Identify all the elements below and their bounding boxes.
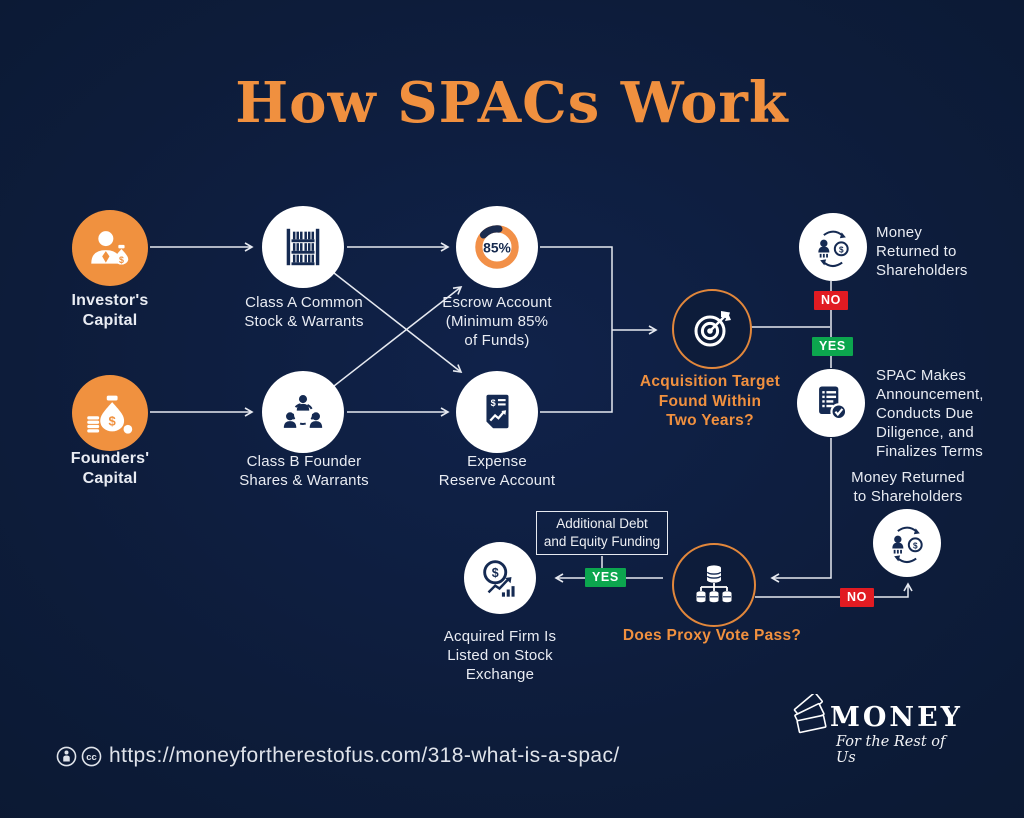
svg-text:$: $ [119, 255, 124, 265]
label-class-b: Class B Founder Shares & Warrants [239, 453, 369, 489]
node-acquisition-target [672, 289, 752, 369]
node-money-returned-top: $ [799, 213, 867, 281]
badge-yes-top: YES [812, 337, 853, 356]
logo-name: MONEY [830, 702, 963, 733]
moneybag-coins-icon: $ [87, 395, 133, 434]
label-escrow: Escrow Account (Minimum 85% of Funds) [442, 294, 552, 349]
svg-text:$: $ [109, 413, 117, 428]
node-investors-capital: $ [72, 210, 148, 286]
node-class-a [262, 206, 344, 288]
node-proxy-vote [672, 543, 756, 627]
node-money-returned-bottom: $ [873, 509, 941, 577]
svg-text:$: $ [491, 398, 496, 408]
node-founders-capital: $ [72, 375, 148, 451]
label-class-a: Class A Common Stock & Warrants [244, 294, 364, 330]
svg-text:$: $ [492, 566, 499, 580]
coin-growth-icon: $ [483, 560, 515, 597]
label-expense: Expense Reserve Account [438, 453, 556, 489]
money-cycle-icon: $ [892, 526, 923, 564]
footer: cc https://moneyfortherestofus.com/318-w… [56, 744, 620, 768]
cc-attribution-icon [56, 746, 77, 766]
node-escrow: 85% [456, 206, 538, 288]
node-acquired-firm: $ [464, 542, 536, 614]
document-check-icon [819, 386, 848, 421]
label-spac-announcement: SPAC Makes Announcement, Conducts Due Di… [876, 367, 984, 460]
label-money-returned-bottom: Money Returned to Shareholders [851, 469, 965, 505]
stock-certificates-icon [286, 228, 320, 266]
svg-text:$: $ [839, 245, 844, 254]
additional-funding-box: Additional Debt and Equity Funding [536, 511, 668, 555]
badge-no-top: NO [814, 291, 848, 310]
node-spac-announcement [797, 369, 865, 437]
label-acquisition-target: Acquisition Target Found Within Two Year… [639, 373, 781, 430]
label-proxy-vote: Does Proxy Vote Pass? [622, 627, 802, 644]
logo-tagline: For the Rest of Us [836, 734, 946, 766]
node-expense: $ [456, 371, 538, 453]
svg-text:cc: cc [86, 751, 97, 762]
coins-distribution-icon [696, 565, 732, 603]
people-network-icon [283, 395, 323, 428]
gauge-value: 85% [483, 239, 511, 255]
node-class-b [262, 371, 344, 453]
license-icons: cc [56, 746, 102, 767]
badge-yes-left: YES [585, 568, 626, 587]
label-investors-capital: Investor's Capital [71, 292, 149, 330]
label-acquired-firm: Acquired Firm Is Listed on Stock Exchang… [443, 628, 557, 683]
brand-logo: MONEY For the Rest of Us [793, 694, 963, 766]
fanned-bills-icon [793, 694, 827, 734]
person-moneybag-icon: $ [91, 231, 129, 265]
badge-no-bottom: NO [840, 588, 874, 607]
expense-document-icon: $ [485, 394, 509, 430]
source-url[interactable]: https://moneyfortherestofus.com/318-what… [109, 744, 620, 767]
gauge-85-icon: 85% [475, 225, 519, 269]
label-money-returned-top: Money Returned to Shareholders [876, 224, 968, 279]
page-title: How SPACs Work [235, 70, 789, 136]
svg-text:$: $ [913, 541, 918, 550]
cc-icon: cc [81, 746, 102, 766]
label-founders-capital: Founders' Capital [70, 450, 150, 488]
money-cycle-icon: $ [818, 230, 849, 268]
target-dart-icon [694, 311, 731, 347]
